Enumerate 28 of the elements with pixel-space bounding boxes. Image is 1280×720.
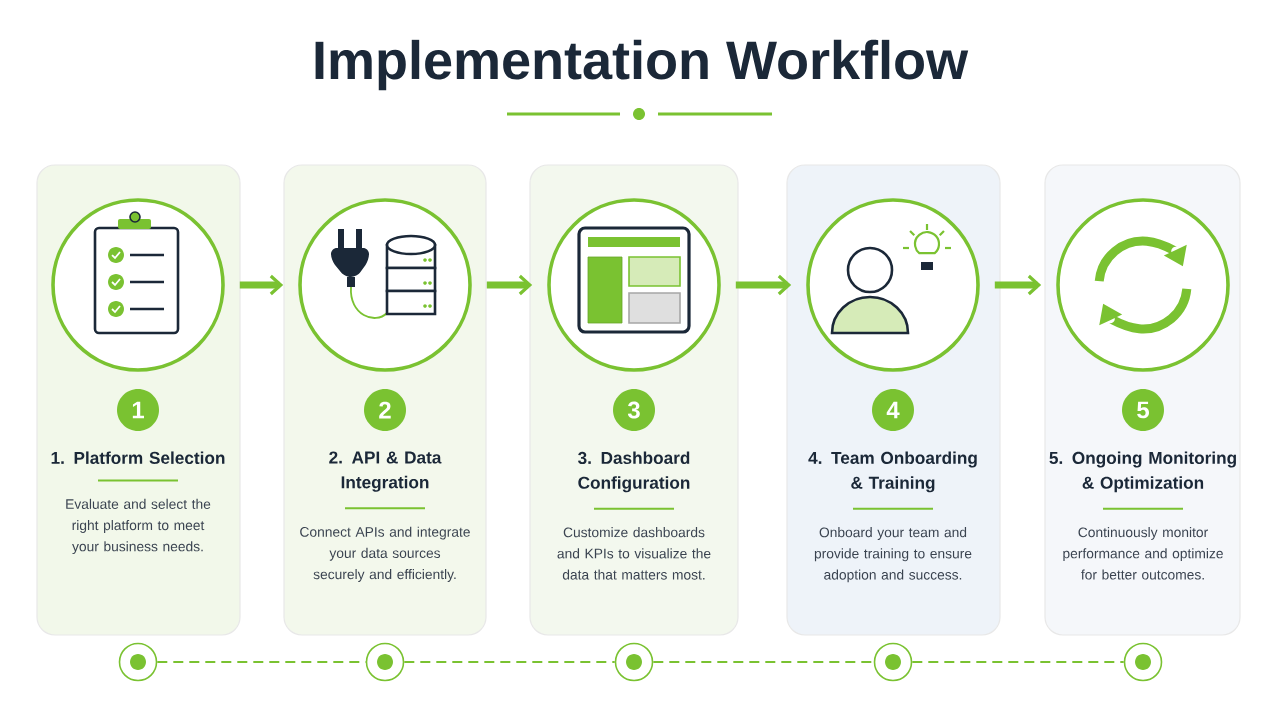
timeline-dot — [614, 642, 654, 682]
arrow — [486, 274, 533, 296]
step-title: 5. Ongoing Monitoring & Optimization — [1049, 451, 1236, 493]
step-description: Continuously monitor performance and optimize for better outcomes. — [1063, 527, 1223, 580]
arrow — [239, 274, 284, 296]
timeline-dot — [365, 642, 405, 682]
timeline-connector — [911, 661, 1125, 663]
step-description: Customize dashboards and KPIs to visualize the data that matters most. — [557, 527, 711, 580]
step-description: Connect APIs and integrate your data sources securely and efficiently. — [300, 526, 470, 582]
step-title: 4. Team Onboarding & Training — [808, 451, 977, 493]
timeline-dot — [118, 642, 158, 682]
step-number-badge: 4 — [872, 389, 914, 431]
arrow — [735, 274, 792, 296]
timeline-connector — [156, 661, 367, 663]
step-number-badge: 3 — [613, 389, 655, 431]
step-description: Evaluate and select the right platform to meet your business needs. — [66, 498, 211, 555]
step-title: 3. Dashboard Configuration — [578, 451, 690, 493]
arrow — [994, 274, 1042, 296]
step-title: 2. API & Data Integration — [329, 451, 442, 492]
step-number-badge: 2 — [364, 389, 406, 431]
title: Implementation Workflow — [315, 39, 969, 91]
step-title: 1. Platform Selection — [51, 451, 225, 465]
timeline-dot — [1123, 642, 1163, 682]
step-number-badge: 5 — [1122, 389, 1164, 431]
timeline-dot — [873, 642, 913, 682]
step-number-badge: 1 — [117, 389, 159, 431]
timeline-connector — [403, 661, 616, 663]
step-description: Onboard your team and provide training to ensure adoption and success. — [814, 527, 972, 583]
